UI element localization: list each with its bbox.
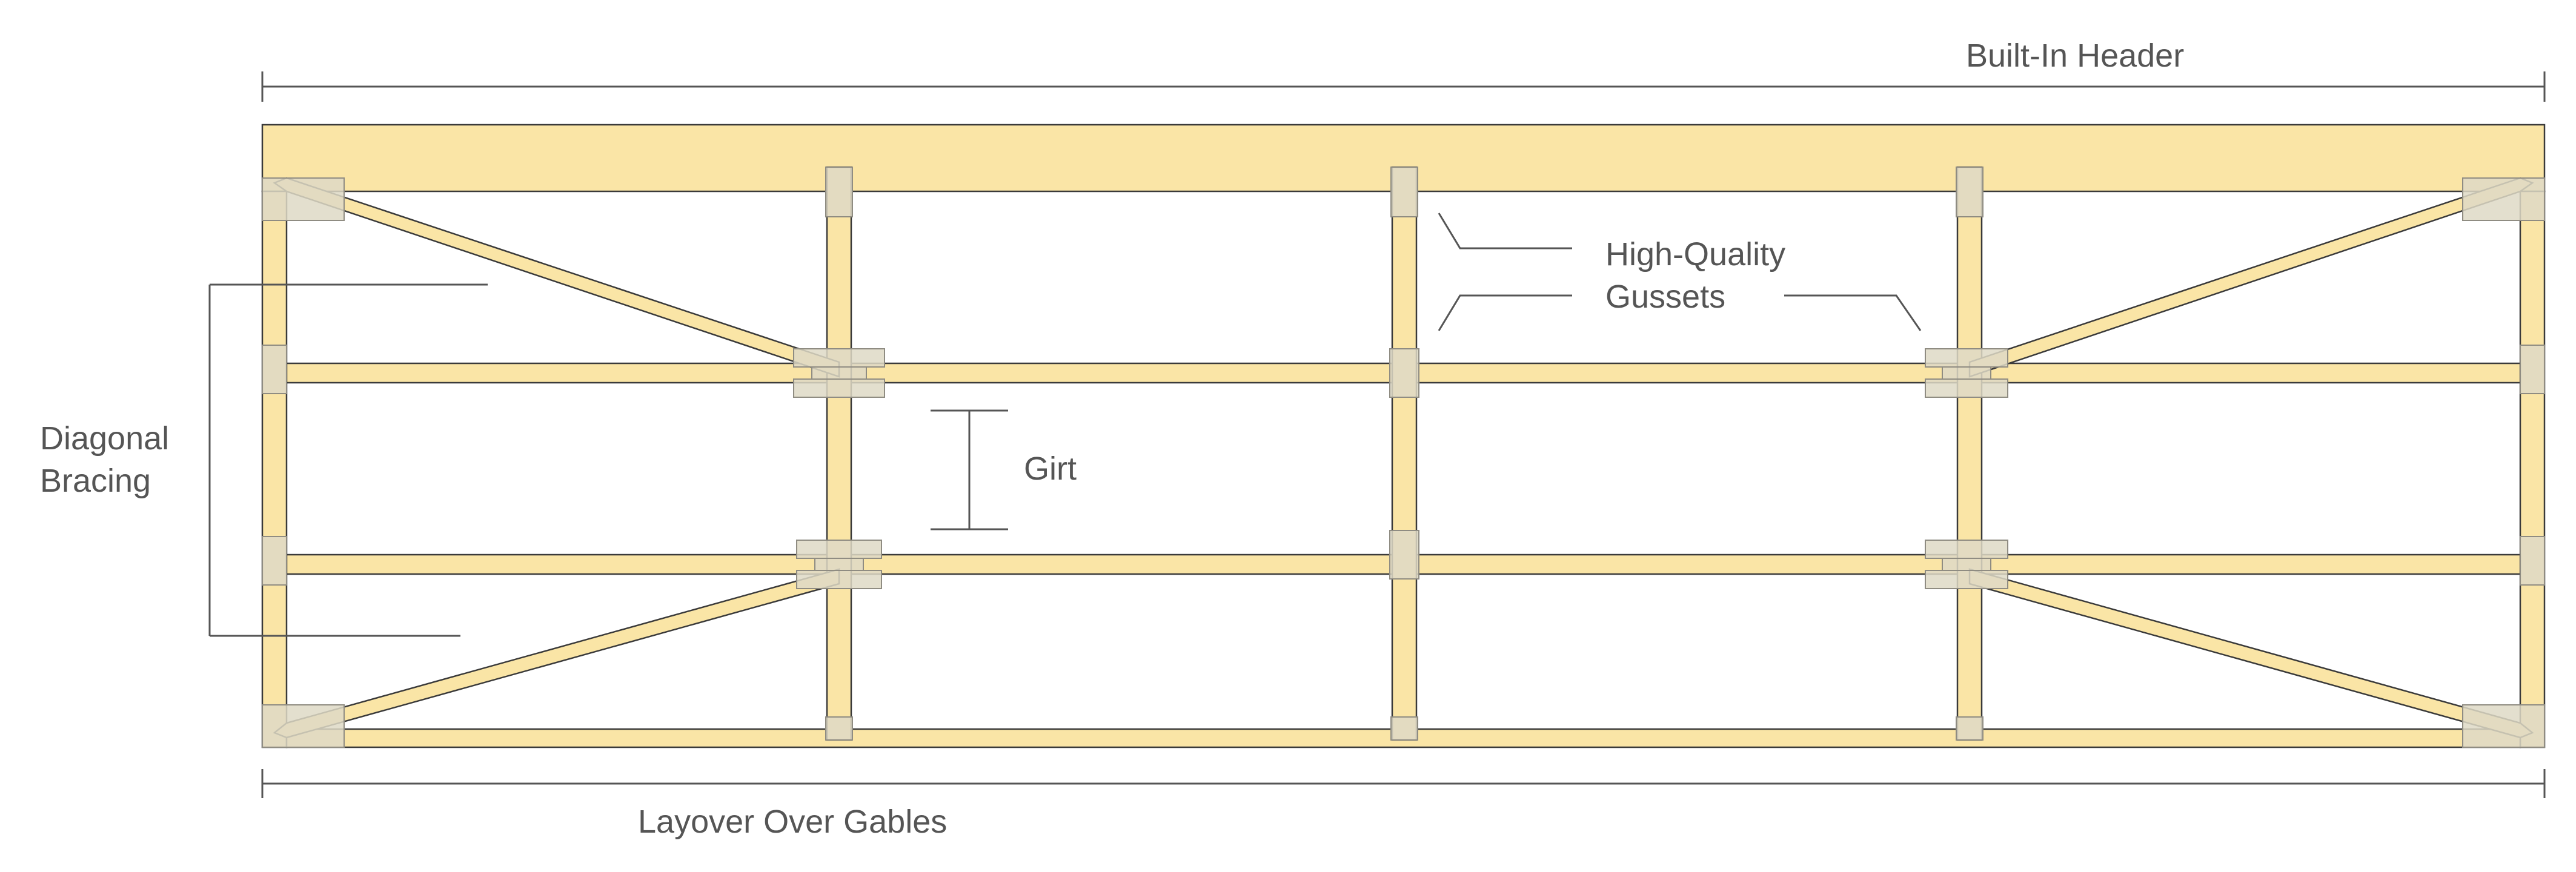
corner-gusset-top-left [262, 177, 345, 221]
interior-post-3 [1956, 166, 1983, 741]
layover-over-gables-label: Layover Over Gables [638, 804, 947, 840]
diagonal-bracing-label-line1: Diagonal [40, 420, 169, 457]
cross-gusset-upper-left [793, 348, 885, 398]
diagonal-brace-top-left [273, 177, 840, 378]
diagonal-bracing-label-line2: Bracing [40, 463, 151, 499]
bottom-dimension-line [261, 769, 2546, 798]
cross-gusset-lower-right [1925, 540, 2008, 589]
cross-gusset-upper-right [1925, 348, 2008, 398]
left-end-post [261, 190, 288, 748]
girt-marker [931, 409, 1008, 530]
interior-post-2 [1391, 166, 1418, 741]
gussets-label-line2: Gussets [1605, 279, 1725, 315]
corner-gusset-top-right [2462, 177, 2545, 221]
plate-gussets [262, 167, 2545, 741]
diagonal-brace-bottom-left [273, 568, 840, 739]
diagonal-brace-bottom-right [1968, 568, 2534, 739]
girt-label: Girt [1024, 451, 1077, 487]
interior-post-1 [826, 166, 852, 741]
cross-gusset-lower-left [796, 540, 882, 589]
built-in-header-label: Built-In Header [1966, 38, 2184, 74]
corner-gusset-bottom-right [2462, 704, 2545, 748]
gussets-leader-lines [1438, 213, 1922, 331]
corner-gusset-bottom-left [262, 704, 345, 748]
top-dimension-line [261, 71, 2546, 102]
gussets-label-line1: High-Quality [1605, 236, 1785, 272]
diagonal-bracing-bracket [208, 283, 488, 637]
diagonal-brace-top-right [1968, 177, 2534, 378]
right-end-post [2519, 190, 2546, 748]
